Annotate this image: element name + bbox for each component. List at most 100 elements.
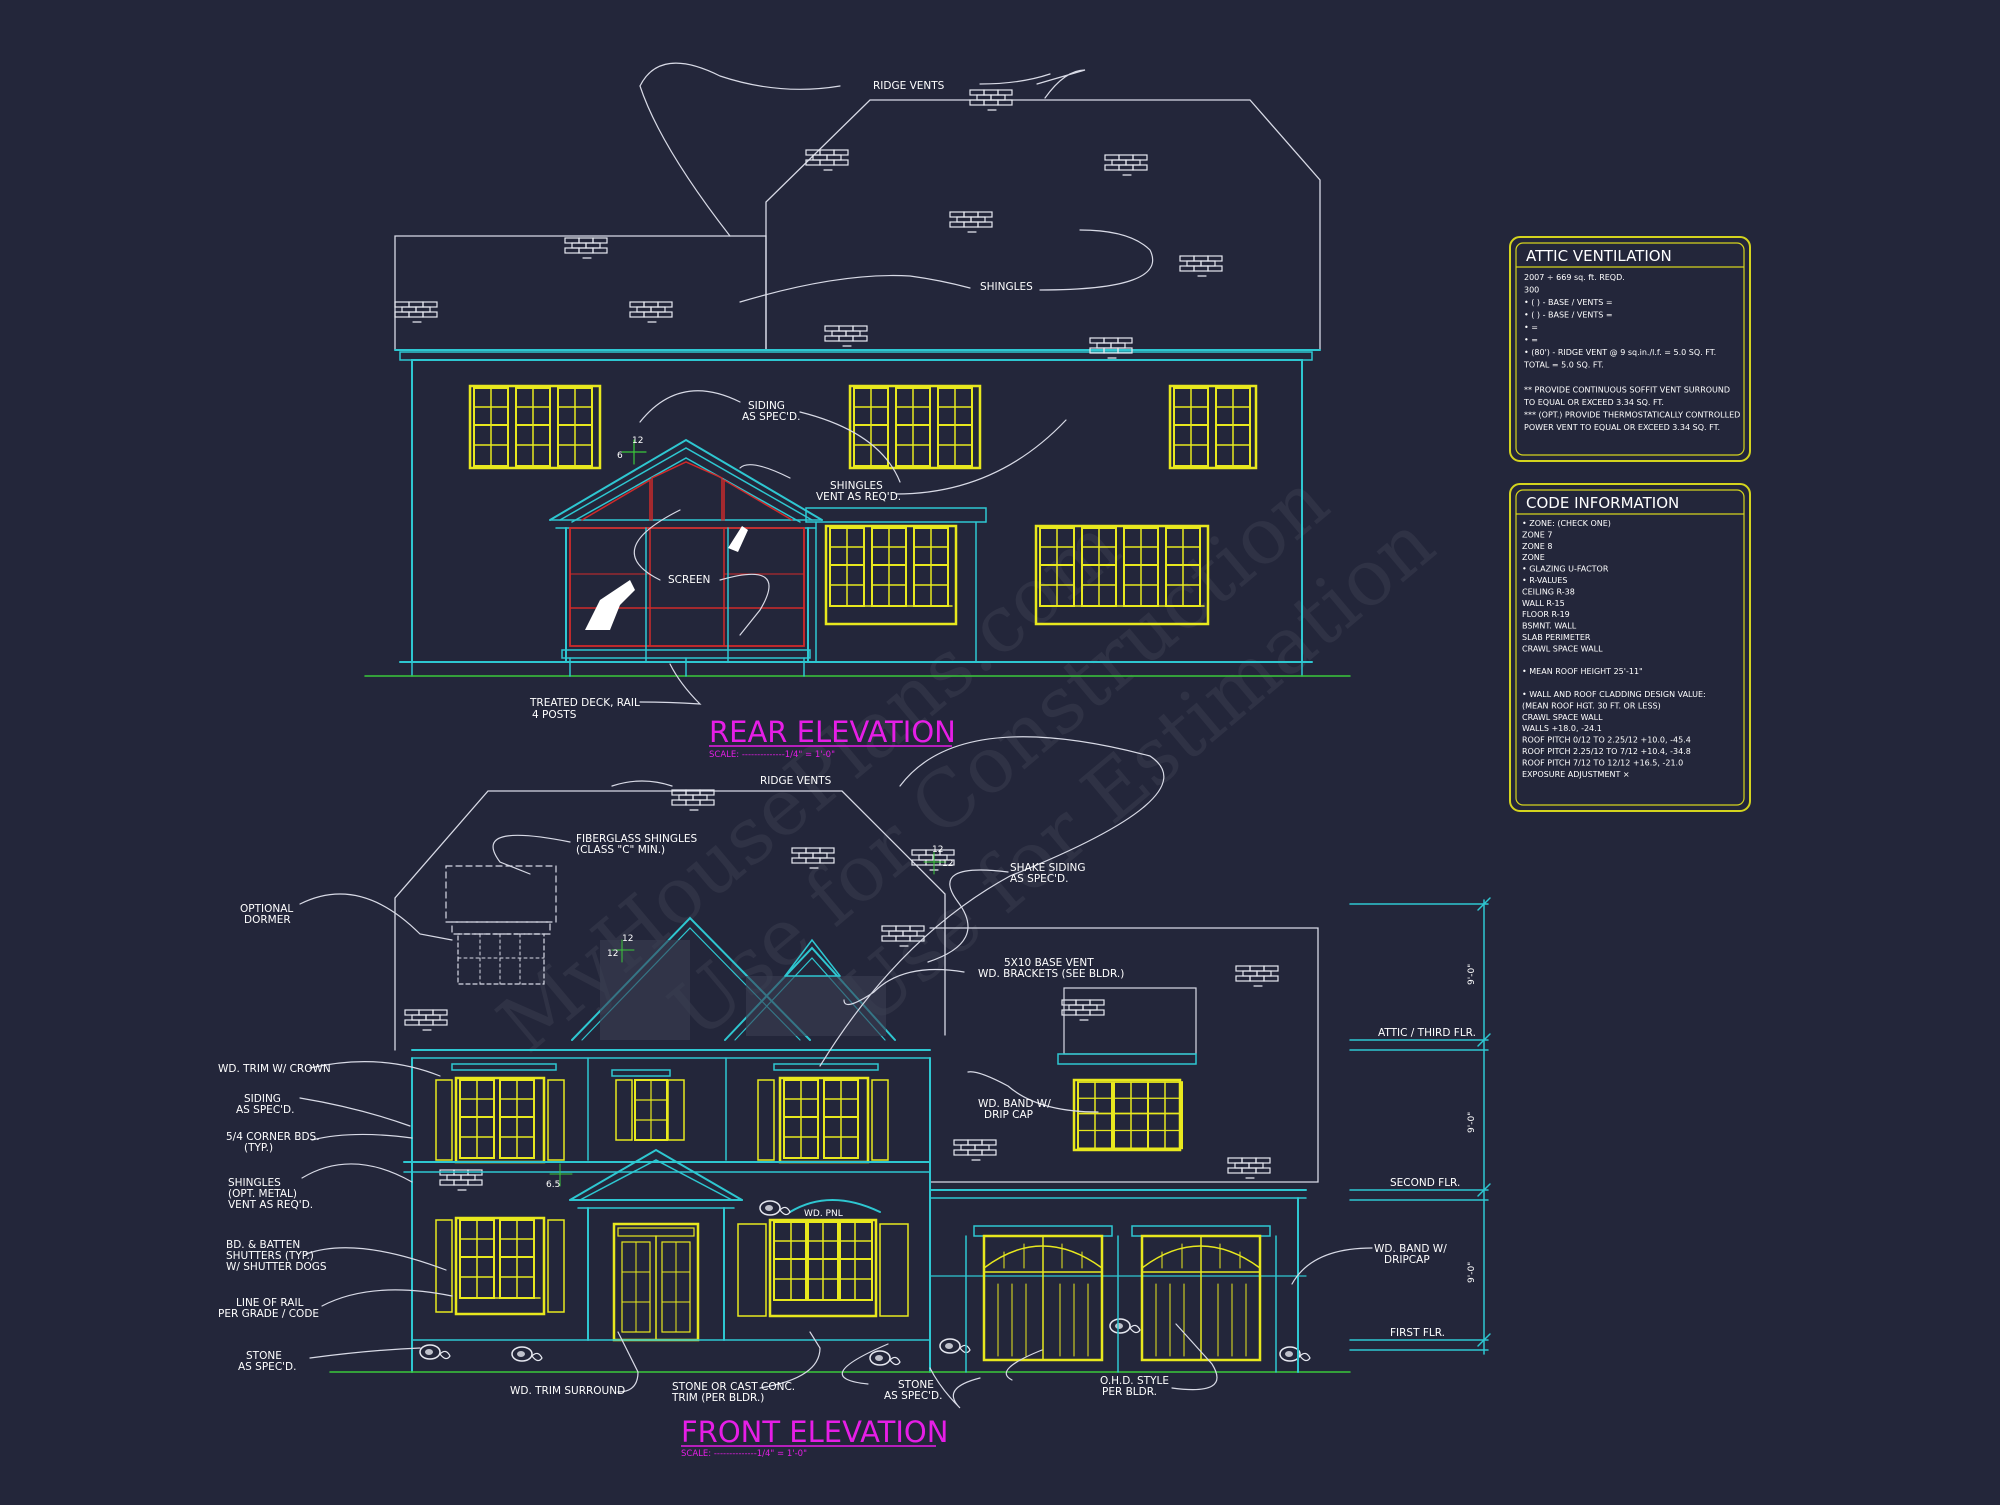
rear-label-screen: SCREEN — [668, 574, 710, 586]
attic-ventilation-line: TOTAL = 5.0 SQ. FT. — [1523, 361, 1604, 370]
rear-label-siding-2: AS SPEC'D. — [742, 411, 800, 423]
front-pitch-65: 6.5 — [546, 1180, 560, 1190]
code-information-line: • MEAN ROOF HEIGHT 25'-11" — [1522, 667, 1643, 676]
front-label-stone-2: AS SPEC'D. — [238, 1361, 296, 1373]
code-information-lines: • ZONE: (CHECK ONE) ZONE 7 ZONE 8 ZONE• … — [1522, 519, 1706, 779]
front-label-shake-2: AS SPEC'D. — [1010, 873, 1068, 885]
code-information-box: CODE INFORMATION • ZONE: (CHECK ONE) ZON… — [1509, 483, 1751, 812]
front-label-stone-spec-1: STONE — [898, 1379, 934, 1391]
front-elevation-title: FRONT ELEVATION — [681, 1415, 948, 1449]
rear-elevation — [364, 62, 1351, 705]
rear-upper-window-center — [848, 384, 982, 470]
front-label-dormer-1: OPTIONAL — [240, 903, 293, 915]
code-information-line: WALLS +18.0, -24.1 — [1522, 724, 1602, 733]
code-information-line: ZONE — [1522, 553, 1545, 562]
code-information-title: CODE INFORMATION — [1526, 494, 1679, 512]
code-information-line: EXPOSURE ADJUSTMENT × — [1522, 770, 1630, 779]
front-label-stone-cast-1: STONE OR CAST CONC. — [672, 1381, 795, 1393]
code-information-line: • ZONE: (CHECK ONE) — [1522, 519, 1611, 528]
code-information-line: ROOF PITCH 2.25/12 TO 7/12 +10.4, -34.8 — [1522, 747, 1691, 756]
attic-ventilation-line: • (80') - RIDGE VENT @ 9 sq.in./l.f. = 5… — [1524, 348, 1716, 357]
attic-ventilation-box: ATTIC VENTILATION 2007 ÷ 669 sq. ft. REQ… — [1509, 236, 1751, 462]
front-label-siding-2: AS SPEC'D. — [236, 1104, 294, 1116]
front-label-band-dripcap-1: WD. BAND W/ — [1374, 1243, 1447, 1255]
front-label-shake-1: SHAKE SIDING — [1010, 862, 1086, 874]
rear-label-shingles-vent-2: VENT AS REQ'D. — [816, 491, 901, 503]
front-label-second-flr: SECOND FLR. — [1390, 1177, 1460, 1189]
front-upper-window-left — [435, 1063, 565, 1164]
front-label-shutters-1: BD. & BATTEN — [226, 1239, 300, 1251]
attic-ventilation-lines: 2007 ÷ 669 sq. ft. REQD. 300 • ( ) - BASE … — [1523, 273, 1740, 432]
code-information-line: BSMNT. WALL — [1522, 622, 1577, 631]
front-label-ridge-vents: RIDGE VENTS — [760, 775, 832, 787]
front-center-gables — [571, 916, 896, 1041]
front-portico — [569, 1148, 743, 1341]
code-information-line: ZONE 7 — [1522, 530, 1552, 539]
front-label-siding-1: SIDING — [244, 1093, 281, 1105]
code-information-line: • R-VALUES — [1522, 576, 1567, 585]
front-upper-window-small — [611, 1069, 685, 1141]
front-elevation — [299, 736, 1491, 1409]
rear-elevation-title: REAR ELEVATION — [709, 715, 956, 749]
front-pitch-12b: 12 — [607, 949, 618, 959]
rear-pitch-6: 6 — [617, 451, 623, 461]
front-label-rail-2: PER GRADE / CODE — [218, 1308, 319, 1320]
front-main-roof — [394, 790, 946, 1051]
front-label-stone-spec-2: AS SPEC'D. — [884, 1390, 942, 1402]
rear-label-shingles-vent-1: SHINGLES — [830, 480, 883, 492]
front-label-base-vent-1: 5X10 BASE VENT — [1004, 957, 1094, 969]
front-labels: RIDGE VENTS FIBERGLASS SHINGLES (CLASS "… — [218, 775, 1477, 1459]
front-label-base-vent-2: WD. BRACKETS (SEE BLDR.) — [978, 968, 1124, 980]
rear-upper-window-left — [468, 384, 602, 470]
front-label-wd-pnl: WD. PNL — [804, 1209, 843, 1219]
front-label-rail-1: LINE OF RAIL — [236, 1297, 304, 1309]
front-label-fiberglass-2: (CLASS "C" MIN.) — [576, 844, 665, 856]
watermark: MyHousePlans.com Use for Construction Us… — [482, 456, 1451, 1070]
code-information-line: FLOOR R-19 — [1522, 610, 1570, 619]
code-information-line: SLAB PERIMETER — [1522, 633, 1591, 642]
attic-ventilation-line: *** (OPT.) PROVIDE THERMOSTATICALLY CONT… — [1524, 411, 1740, 420]
attic-ventilation-line: • ( ) - BASE / VENTS = — [1524, 298, 1613, 307]
attic-ventilation-line: • ( ) - BASE / VENTS = — [1524, 311, 1613, 320]
code-information-line: CRAWL SPACE WALL — [1522, 713, 1603, 722]
rear-label-ridge-vents: RIDGE VENTS — [873, 80, 945, 92]
front-garage-wing — [929, 987, 1307, 1373]
rear-label-deck-2: 4 POSTS — [532, 709, 577, 721]
front-optional-dormer — [445, 865, 557, 985]
front-label-shingles-2: (OPT. METAL) — [228, 1188, 297, 1200]
rear-label-deck-1: TREATED DECK, RAIL — [529, 697, 640, 709]
attic-ventilation-line: 2007 ÷ 669 sq. ft. REQD. — [1524, 273, 1625, 282]
code-information-line: CEILING R-38 — [1522, 587, 1575, 596]
front-label-stone-1: STONE — [246, 1350, 282, 1362]
front-label-band-drip-2: DRIP CAP — [984, 1109, 1033, 1121]
rear-label-shingles: SHINGLES — [980, 281, 1033, 293]
code-information-line: ROOF PITCH 7/12 TO 12/12 +16.5, -21.0 — [1522, 758, 1683, 767]
attic-ventilation-line: 300 — [1524, 286, 1539, 295]
attic-ventilation-line: ** PROVIDE CONTINUOUS SOFFIT VENT SURROU… — [1524, 386, 1730, 395]
front-label-band-drip-1: WD. BAND W/ — [978, 1098, 1051, 1110]
attic-ventilation-line: • = — [1524, 323, 1538, 332]
front-pitch-12c: 12 — [932, 845, 943, 855]
front-door — [612, 1222, 700, 1342]
front-dim-first: 9'-0" — [1467, 1262, 1477, 1283]
front-label-wd-trim-surround: WD. TRIM SURROUND — [510, 1385, 625, 1397]
front-label-fiberglass-1: FIBERGLASS SHINGLES — [576, 833, 697, 845]
front-label-corner-1: 5/4 CORNER BDS. — [226, 1131, 320, 1143]
rear-label-siding-1: SIDING — [748, 400, 785, 412]
attic-ventilation-line: POWER VENT TO EQUAL OR EXCEED 3.34 SQ. F… — [1524, 423, 1720, 432]
front-floor-markers — [1349, 897, 1491, 1355]
front-upper-window-center — [757, 1063, 889, 1164]
code-information-line: • WALL AND ROOF CLADDING DESIGN VALUE: — [1522, 690, 1706, 699]
code-information-line: CRAWL SPACE WALL — [1522, 644, 1603, 653]
front-label-shingles-3: VENT AS REQ'D. — [228, 1199, 313, 1211]
rear-elevation-scale: SCALE: --------------1/4" = 1'-0" — [709, 750, 835, 760]
front-label-attic-flr: ATTIC / THIRD FLR. — [1378, 1027, 1476, 1039]
front-pitch-12d: 12 — [942, 859, 953, 869]
front-label-stone-cast-2: TRIM (PER BLDR.) — [671, 1392, 764, 1404]
front-dim-second: 9'-0" — [1467, 1112, 1477, 1133]
front-label-dormer-2: DORMER — [244, 914, 291, 926]
code-information-line: (MEAN ROOF HGT. 30 FT. OR LESS) — [1522, 701, 1661, 710]
front-label-corner-2: (TYP.) — [244, 1142, 273, 1154]
attic-ventilation-line: • = — [1524, 336, 1538, 345]
